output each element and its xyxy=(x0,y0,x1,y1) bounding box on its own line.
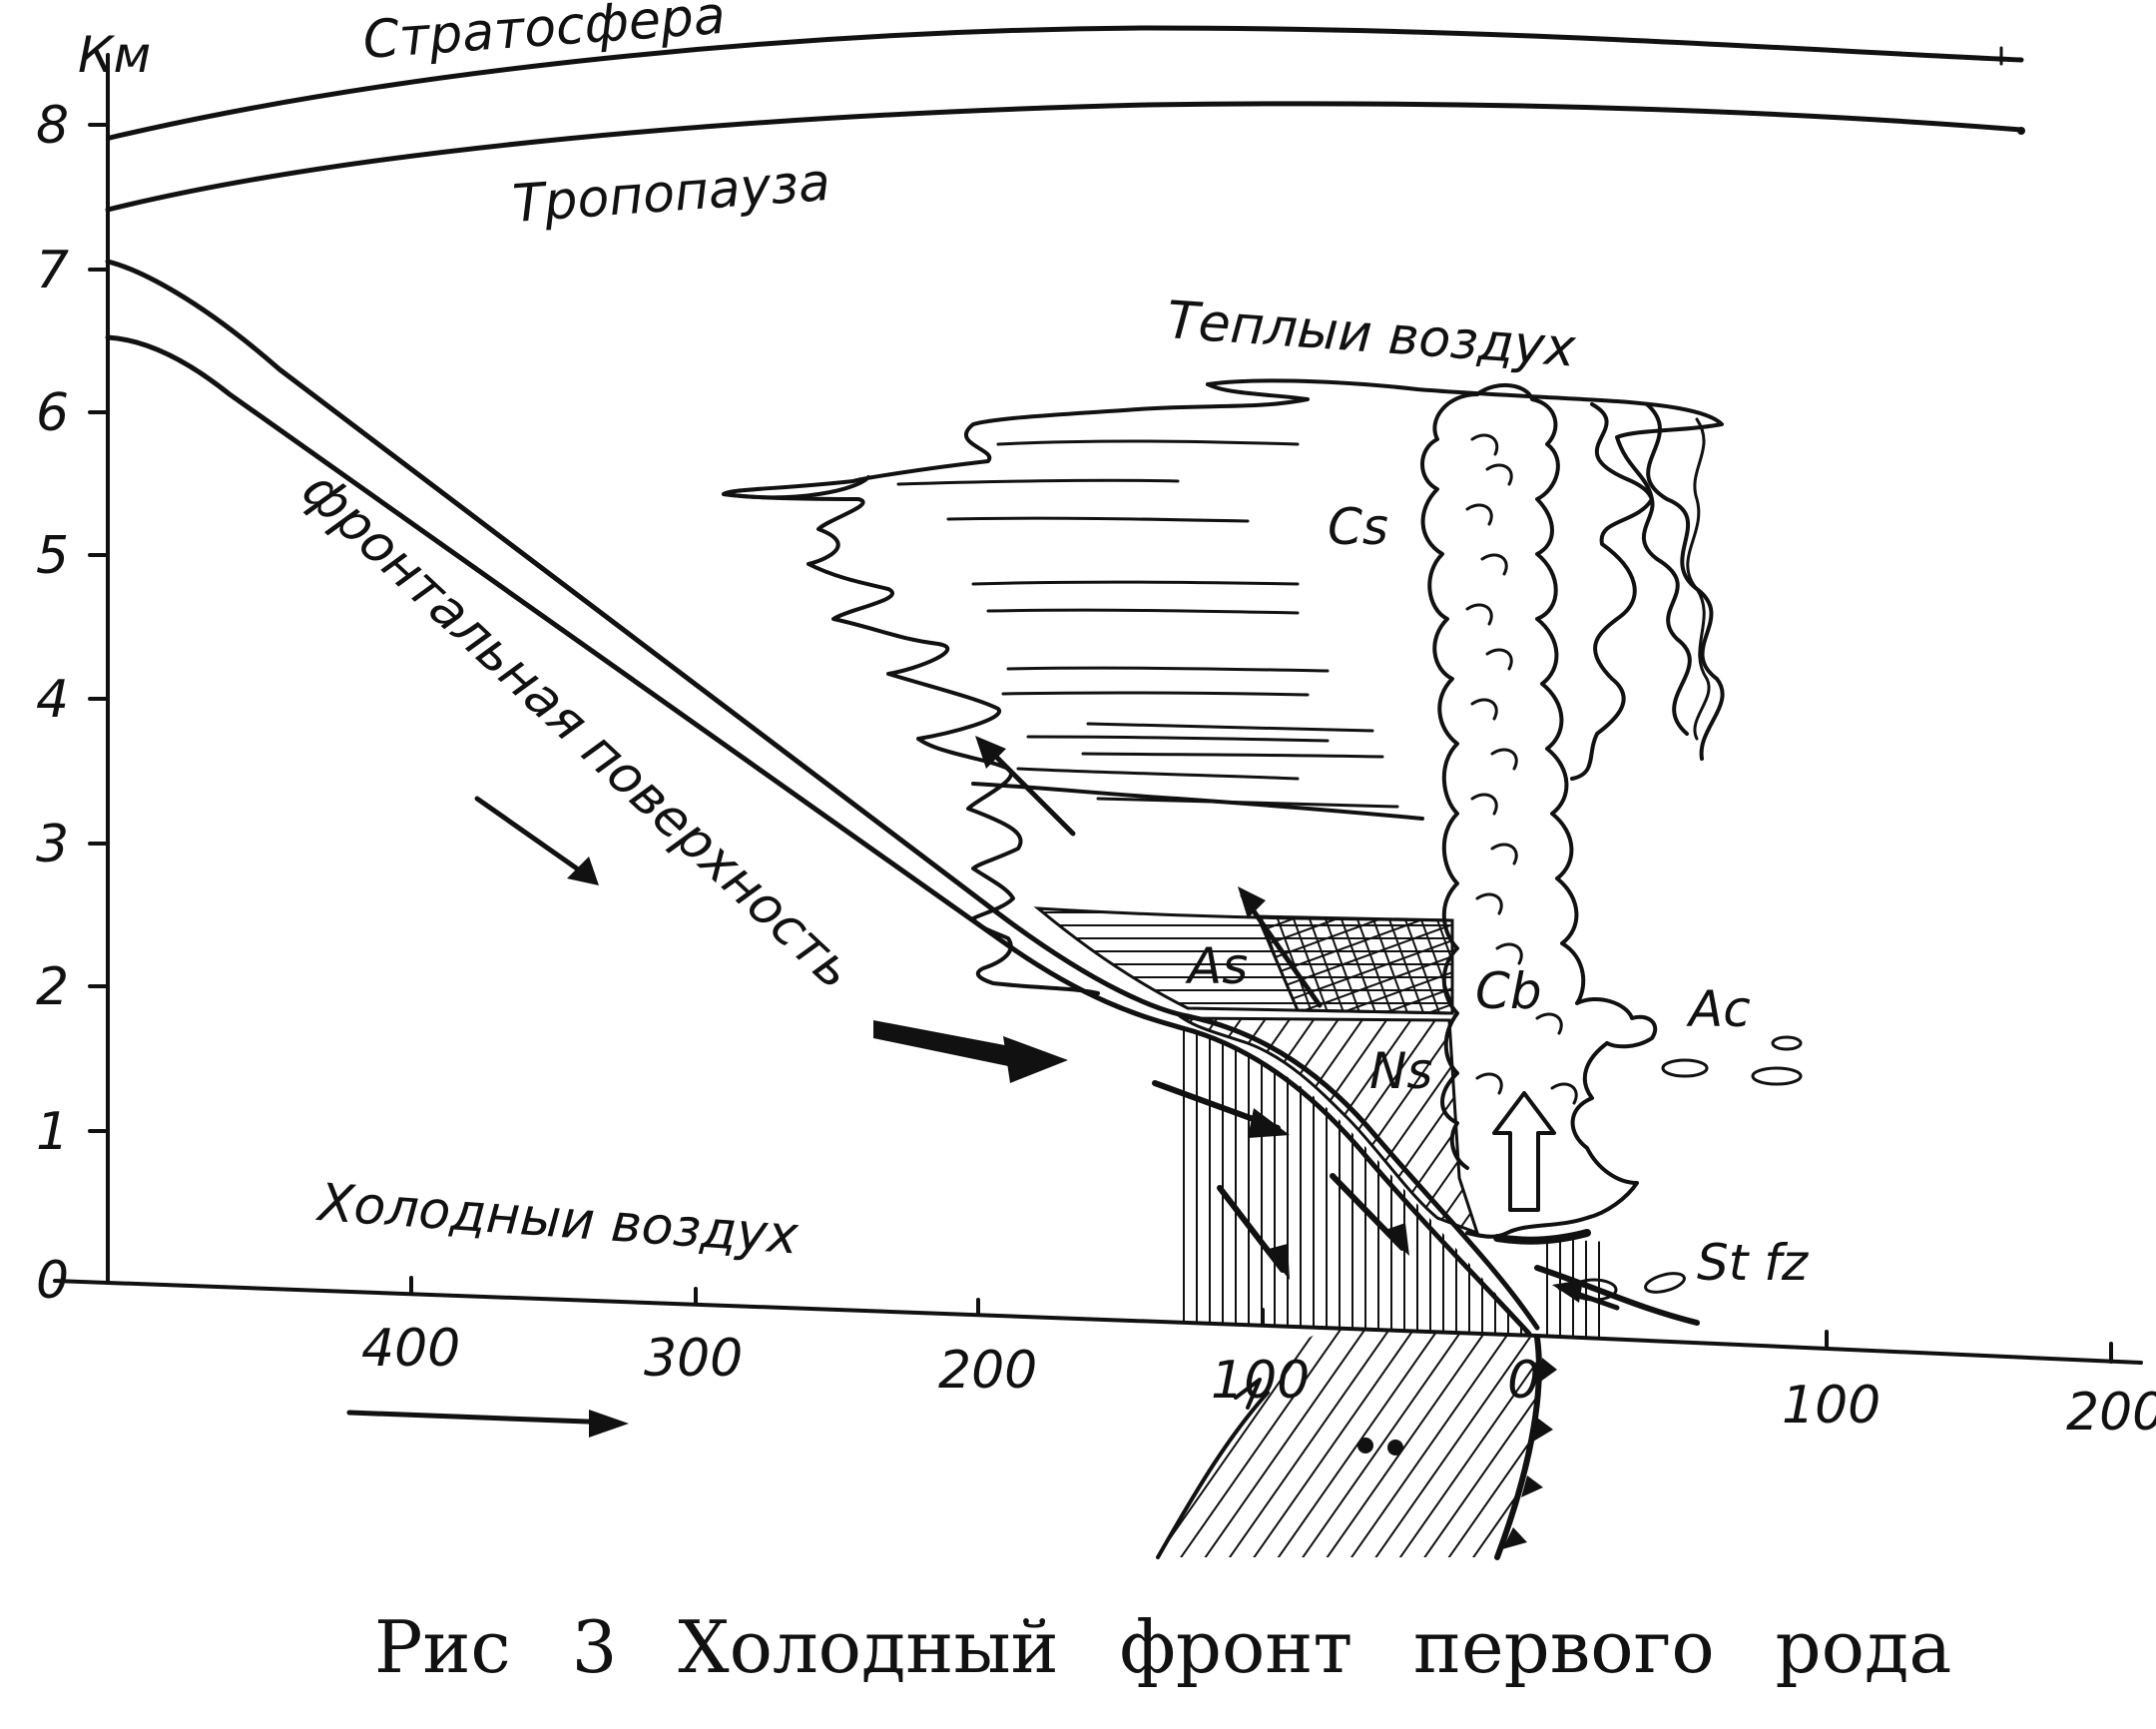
updraft-arrow xyxy=(1492,1091,1556,1212)
x-tick-marks xyxy=(409,1276,2113,1364)
y-tick-marks xyxy=(88,123,110,1133)
arrow-icon xyxy=(873,1020,1068,1083)
arrow-icon xyxy=(1330,1173,1409,1256)
cloud-label-st-fz: St fz xyxy=(1697,1234,1810,1292)
x-tick-label: 200 xyxy=(938,1341,1037,1401)
cloud-label-ac: Ac xyxy=(1686,980,1751,1038)
stratosphere-line xyxy=(107,25,2024,141)
tropopause-line xyxy=(105,101,2025,213)
y-tick-label: 6 xyxy=(36,383,69,443)
cloud-label-ns: Ns xyxy=(1369,1042,1432,1100)
arrow-icon xyxy=(1552,1280,1620,1311)
cold-front-symbol xyxy=(1494,1335,1557,1560)
upper-cloud-anvil xyxy=(722,378,1724,995)
arrow-icon xyxy=(975,736,1076,837)
x-axis: 400 300 200 100 0 100 200 xyxy=(53,1276,2156,1442)
tropopause-label: Тропопауза xyxy=(511,153,832,235)
y-tick-label: 5 xyxy=(36,526,69,586)
y-tick-label: 4 xyxy=(36,670,69,730)
arrow-icon xyxy=(1238,886,1323,1008)
frontal-surface-label: фронтальная поверхность xyxy=(290,460,864,1001)
y-tick-label: 1 xyxy=(36,1102,69,1162)
arrow-icon xyxy=(1217,1185,1290,1280)
x-tick-label: 300 xyxy=(644,1329,743,1389)
cloud-streamers-right xyxy=(1590,402,1725,761)
y-tick-label: 8 xyxy=(36,96,69,156)
stratosphere-label: Стратосфера xyxy=(361,0,728,71)
altocumulus-puffs xyxy=(1661,1035,1803,1086)
surface-rain-area xyxy=(1156,1328,1540,1559)
arrow-icon xyxy=(346,1410,629,1438)
x-tick-label: 200 xyxy=(2066,1383,2156,1442)
figure-caption: Рис 3 Холодный фронт первого рода xyxy=(374,1605,1951,1689)
arrow-icon xyxy=(474,796,599,885)
warm-air-label: Теплыи воздух xyxy=(1165,290,1578,379)
y-axis: Км 8 7 6 5 4 3 2 1 0 xyxy=(36,26,151,1311)
x-tick-label: 100 xyxy=(1782,1376,1881,1436)
y-tick-label: 2 xyxy=(36,957,69,1017)
y-tick-label: 3 xyxy=(36,815,69,874)
y-axis-unit: Км xyxy=(78,26,151,84)
cold-air-label: Холодныи воздух xyxy=(313,1173,802,1267)
cloud-label-as: As xyxy=(1185,937,1248,995)
nimbostratus-region xyxy=(1177,1016,1480,1236)
cloud-label-cs: Cs xyxy=(1328,498,1388,556)
x-tick-label: 400 xyxy=(361,1319,460,1379)
y-tick-label: 7 xyxy=(36,241,69,300)
arrow-icon xyxy=(1152,1080,1290,1138)
air-flow-arrows xyxy=(346,736,1620,1438)
cloud-label-cb: Cb xyxy=(1475,962,1542,1020)
